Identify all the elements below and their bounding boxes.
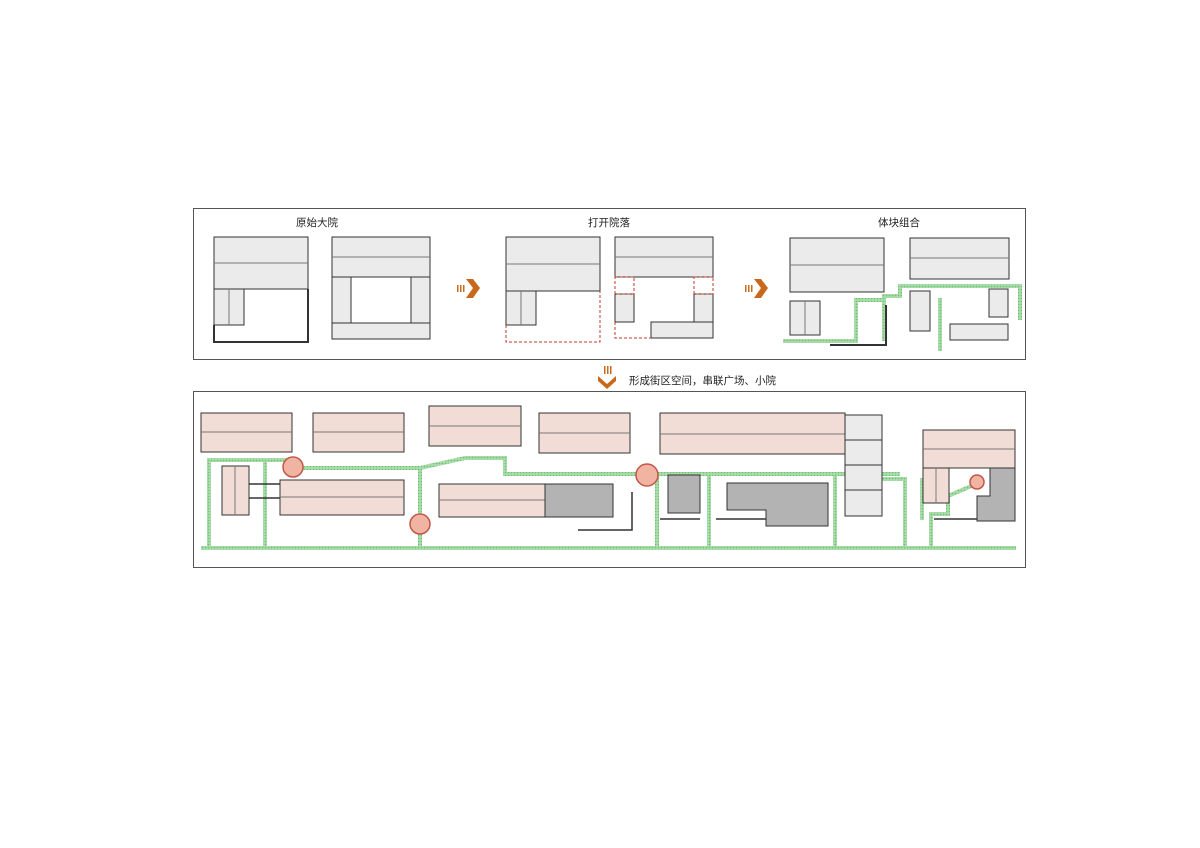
building-block — [667, 474, 701, 514]
transition-caption: 形成街区空间，串联广场、小院 — [629, 375, 776, 387]
building-block — [726, 482, 829, 527]
arrow-right-icon — [745, 279, 768, 298]
stage-combine — [783, 237, 1022, 351]
building-block — [988, 288, 1009, 318]
dark-buildings — [544, 467, 1016, 527]
building-block — [693, 293, 714, 323]
building-block — [650, 321, 714, 339]
arrow-down-icon — [598, 366, 616, 389]
plaza-nodes — [282, 456, 985, 535]
stage-title-combine: 体块组合 — [878, 217, 920, 229]
grey-buildings — [844, 414, 883, 517]
stage-title-original: 原始大院 — [296, 217, 338, 229]
arrow-right-icon — [457, 279, 480, 298]
courtyard-wall — [213, 289, 309, 343]
building-block — [909, 290, 931, 332]
plaza-node-icon — [409, 513, 431, 535]
wall-line — [830, 305, 887, 346]
plaza-node-icon — [969, 474, 985, 490]
pink-buildings — [200, 405, 1016, 518]
building-block — [410, 276, 431, 324]
building-block — [331, 322, 431, 340]
building-block — [544, 483, 614, 518]
wall-lines — [249, 483, 977, 531]
stage-title-open: 打开院落 — [588, 217, 630, 229]
stage-original — [213, 236, 431, 343]
removed-wall-dashed — [505, 291, 601, 343]
green-path — [783, 284, 1022, 351]
building-block — [331, 276, 352, 324]
building-block — [614, 293, 635, 323]
plaza-node-icon — [282, 456, 304, 478]
plaza-node-icon — [635, 463, 659, 487]
building-block — [976, 467, 1016, 522]
stage-open — [505, 236, 714, 343]
removed-wall-dashed — [614, 276, 714, 339]
building-block — [949, 323, 1009, 341]
